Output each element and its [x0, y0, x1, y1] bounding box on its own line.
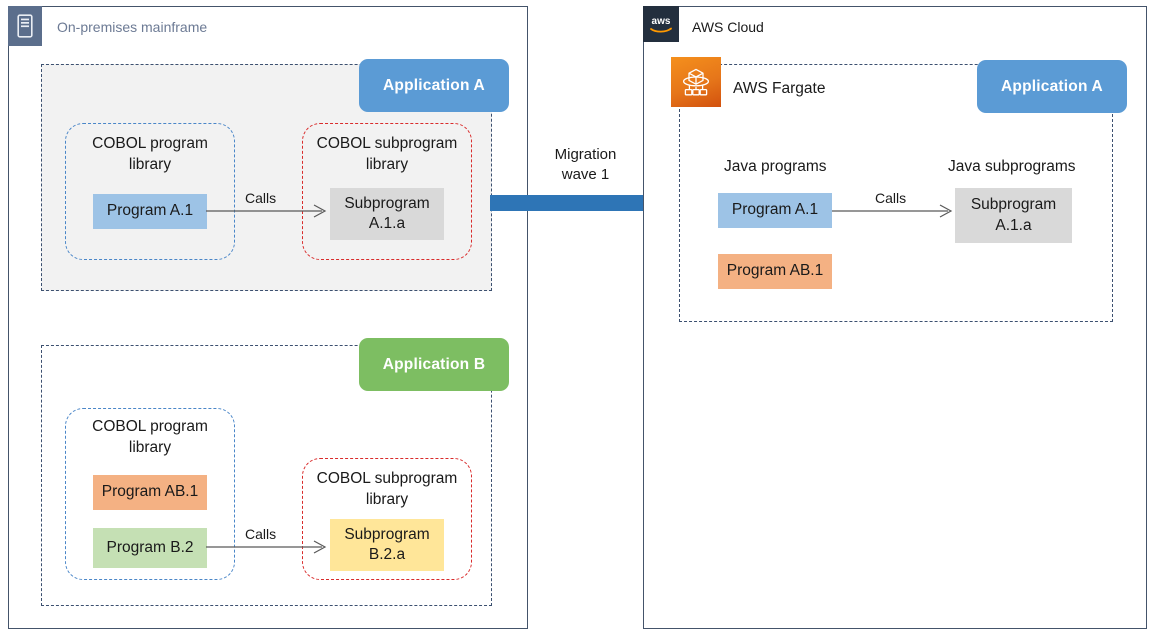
on-premises-title: On-premises mainframe	[57, 19, 208, 35]
calls-arrow-aws	[832, 204, 953, 218]
subprogram-box-b2a: Subprogram B.2.a	[330, 519, 444, 571]
migration-wave-label: Migration wave 1	[554, 146, 617, 184]
aws-logo-icon: aws	[643, 6, 679, 42]
cobol-program-library-a-label: COBOL program library	[92, 135, 208, 173]
aws-application-a-badge: Application A	[977, 60, 1127, 113]
calls-arrow-b	[206, 540, 327, 554]
java-subprograms-caption: Java subprograms	[948, 158, 1076, 175]
aws-cloud-title: AWS Cloud	[692, 19, 764, 35]
calls-label-aws: Calls	[875, 190, 907, 206]
subprogram-box-a1a: Subprogram A.1.a	[330, 188, 444, 240]
aws-fargate-label: AWS Fargate	[733, 80, 826, 97]
cobol-subprogram-library-b-label: COBOL subprogram library	[316, 470, 458, 508]
migration-arrow	[490, 185, 683, 221]
cobol-subprogram-library-a-label: COBOL subprogram library	[316, 135, 458, 173]
cobol-program-library-a: COBOL program library	[65, 123, 235, 260]
cobol-subprogram-library-b: COBOL subprogram library	[302, 458, 472, 580]
java-subprogram-box-a1a: Subprogram A.1.a	[955, 188, 1072, 243]
aws-fargate-icon	[671, 57, 721, 107]
java-programs-caption: Java programs	[724, 158, 827, 175]
program-box-b2: Program B.2	[93, 528, 207, 568]
java-program-box-ab1: Program AB.1	[718, 254, 832, 289]
cobol-program-library-b: COBOL program library	[65, 408, 235, 580]
program-box-a1: Program A.1	[93, 194, 207, 229]
calls-label-b: Calls	[245, 526, 277, 542]
java-program-box-a1: Program A.1	[718, 193, 832, 228]
aws-fargate-group	[679, 64, 1113, 322]
mainframe-icon	[8, 6, 42, 46]
cobol-program-library-b-label: COBOL program library	[92, 418, 208, 456]
cobol-subprogram-library-a: COBOL subprogram library	[302, 123, 472, 260]
program-box-ab1: Program AB.1	[93, 475, 207, 510]
svg-text:aws: aws	[652, 16, 671, 27]
calls-label-a: Calls	[245, 190, 277, 206]
application-b-badge: Application B	[359, 338, 509, 391]
calls-arrow-a	[206, 204, 327, 218]
application-a-badge: Application A	[359, 59, 509, 112]
